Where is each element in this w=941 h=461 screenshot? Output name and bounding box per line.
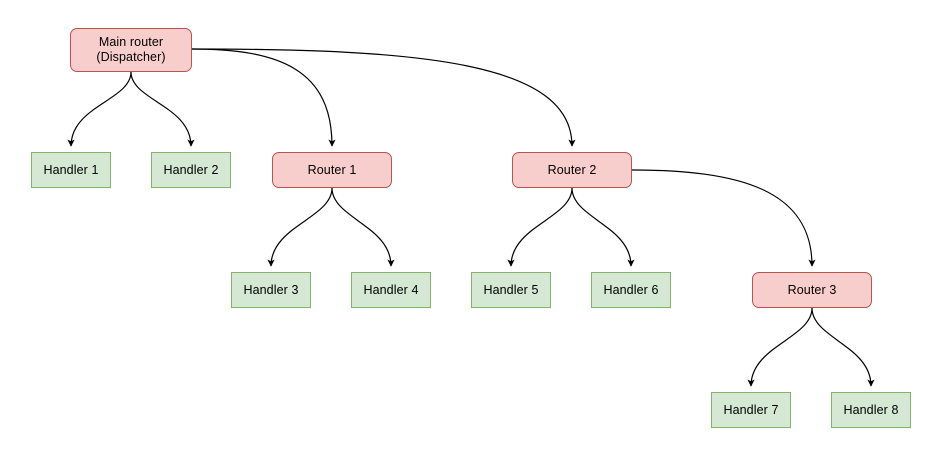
edge-router1-handler3: [267, 187, 333, 267]
node-main-router[interactable]: Main router (Dispatcher): [70, 28, 192, 72]
edge-router3-handler8: [811, 307, 875, 387]
node-label-handler-1: Handler 1: [43, 162, 99, 177]
node-handler-3[interactable]: Handler 3: [231, 272, 311, 308]
edge-router2-handler5: [507, 187, 573, 267]
node-label-handler-2: Handler 2: [163, 162, 219, 177]
node-handler-8[interactable]: Handler 8: [831, 392, 911, 428]
node-label-handler-7: Handler 7: [723, 402, 779, 417]
node-label-handler-8: Handler 8: [843, 402, 899, 417]
node-router-3[interactable]: Router 3: [752, 272, 872, 308]
edge-main-router1: [191, 48, 336, 147]
node-handler-1[interactable]: Handler 1: [31, 152, 111, 188]
edge-main-handler2: [130, 71, 195, 147]
edge-router1-handler4: [331, 187, 395, 267]
edge-main-handler1: [67, 71, 132, 147]
node-router-2[interactable]: Router 2: [512, 152, 632, 188]
node-label-handler-5: Handler 5: [483, 282, 539, 297]
edge-router2-handler6: [571, 187, 635, 267]
edge-router3-handler7: [747, 307, 813, 387]
edge-main-router2: [191, 48, 576, 147]
edges-group: [67, 48, 875, 387]
node-handler-6[interactable]: Handler 6: [591, 272, 671, 308]
node-label-handler-4: Handler 4: [363, 282, 419, 297]
node-label-router-1: Router 1: [307, 162, 357, 177]
node-label-handler-6: Handler 6: [603, 282, 659, 297]
node-label-main-router: Main router (Dispatcher): [96, 35, 166, 64]
node-label-router-3: Router 3: [787, 282, 837, 297]
node-handler-4[interactable]: Handler 4: [351, 272, 431, 308]
node-handler-2[interactable]: Handler 2: [151, 152, 231, 188]
node-label-handler-3: Handler 3: [243, 282, 299, 297]
node-handler-5[interactable]: Handler 5: [471, 272, 551, 308]
node-handler-7[interactable]: Handler 7: [711, 392, 791, 428]
edge-router2-router3: [631, 169, 816, 267]
node-label-router-2: Router 2: [547, 162, 597, 177]
node-router-1[interactable]: Router 1: [272, 152, 392, 188]
